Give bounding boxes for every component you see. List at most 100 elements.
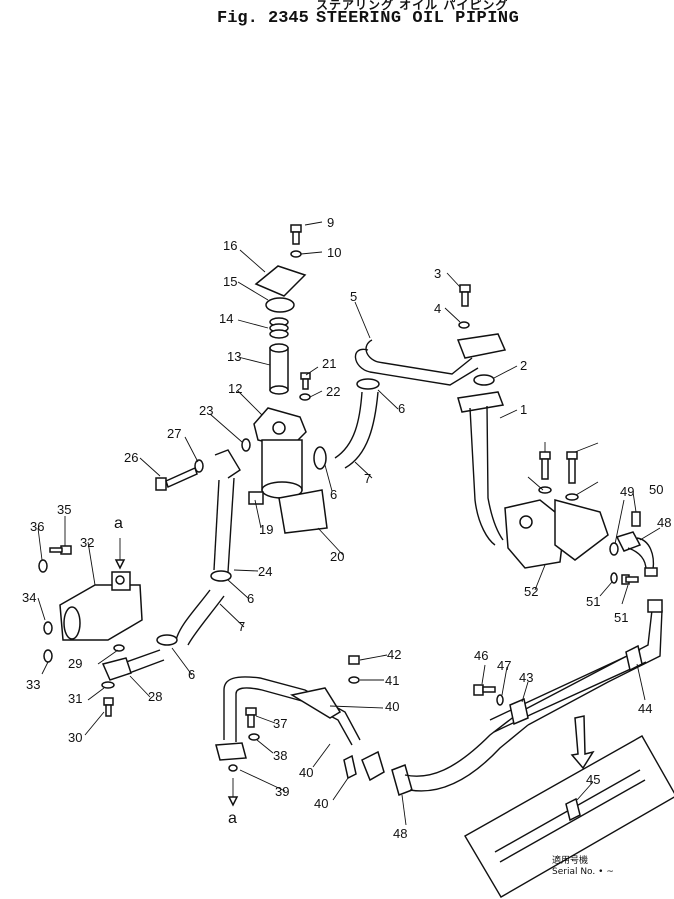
bolt-52 xyxy=(539,451,551,460)
o-ring-2 xyxy=(473,374,495,386)
callout-2: 2 xyxy=(520,358,527,373)
callout-49: 52 xyxy=(524,584,538,599)
callout-35: 40 xyxy=(299,765,313,780)
bolt-50 xyxy=(566,451,578,460)
callout-48: 51 xyxy=(586,594,600,609)
callout-6: 6 xyxy=(247,591,254,606)
o-ring-24 xyxy=(113,644,125,652)
bolt-13 xyxy=(290,224,302,245)
callout-7: 7 xyxy=(364,471,371,486)
clamp-6 xyxy=(313,446,327,470)
valve-9 xyxy=(269,343,289,395)
o-ring-34 xyxy=(228,764,238,772)
detail-arrow xyxy=(570,715,595,770)
washer-22 xyxy=(194,459,204,473)
callout-9: 13 xyxy=(227,349,241,364)
clamp-6 xyxy=(156,634,178,646)
callout-17: 21 xyxy=(322,356,336,371)
bolt-25 xyxy=(103,697,114,706)
callout-20: 24 xyxy=(258,564,272,579)
figure-number: Fig. 2345 xyxy=(217,9,309,28)
callout-23: 28 xyxy=(148,689,162,704)
washer-4 xyxy=(458,321,470,329)
serial-number-note: 適用号機 Serial No. • ~ xyxy=(552,856,614,878)
view-marker-a: a xyxy=(228,810,237,827)
callout-25: 30 xyxy=(68,730,82,745)
serial-label-row: Serial No. • ~ xyxy=(552,867,614,878)
callout-31: 36 xyxy=(30,519,44,534)
washer-31 xyxy=(38,559,48,573)
washer-51 xyxy=(538,486,552,494)
callout-41: 46 xyxy=(474,648,488,663)
callout-30: 35 xyxy=(57,502,71,517)
figure-title: STEERING OIL PIPING xyxy=(316,9,520,28)
washer-42 xyxy=(496,694,504,706)
nut-39 xyxy=(348,655,360,665)
pipe-35 xyxy=(223,676,361,741)
callout-14: 10 xyxy=(327,245,341,260)
hose-7 xyxy=(334,391,363,459)
spring-10 xyxy=(269,317,289,339)
callout-6: 6 xyxy=(398,401,405,416)
callout-33: 38 xyxy=(273,748,287,763)
callout-13: 9 xyxy=(327,215,334,230)
callout-38: 41 xyxy=(385,673,399,688)
pipe-5 xyxy=(354,348,479,386)
clamp-6 xyxy=(210,570,232,582)
hose-43 xyxy=(391,764,413,796)
cover-12 xyxy=(254,265,307,297)
callout-4: 4 xyxy=(434,301,441,316)
plug-15 xyxy=(248,491,264,505)
callout-29: 34 xyxy=(22,590,36,605)
washer-33 xyxy=(248,733,260,741)
bolt-17 xyxy=(300,372,311,380)
callout-11: 15 xyxy=(223,274,237,289)
callout-15: 19 xyxy=(259,522,273,537)
bolt-21 xyxy=(155,466,198,491)
callout-labels: 9 10 16 15 14 13 12 21 22 23 27 26 3 4 5… xyxy=(22,215,671,841)
bolt-32 xyxy=(245,707,257,716)
callout-27: 32 xyxy=(80,535,94,550)
hose-20 xyxy=(214,449,241,479)
clamp-40 xyxy=(565,797,581,822)
view-marker-a: a xyxy=(114,515,123,532)
callout-6: 6 xyxy=(330,487,337,502)
steering-pipe-assembly xyxy=(38,224,674,898)
o-ring-19 xyxy=(241,438,251,452)
serial-label: Serial No. xyxy=(552,867,596,877)
callout-7: 7 xyxy=(238,619,245,634)
callout-28: 33 xyxy=(26,677,40,692)
callout-8: 12 xyxy=(228,381,242,396)
callout-45: 49 xyxy=(620,484,634,499)
clamp-37 xyxy=(343,754,357,780)
washer-51 xyxy=(565,493,579,501)
washer-48 xyxy=(610,572,618,584)
callout-32: 37 xyxy=(273,716,287,731)
fitting-44 xyxy=(615,531,642,552)
serial-japanese: 適用号機 xyxy=(552,856,589,866)
clamp-6 xyxy=(356,378,380,390)
callout-22: 27 xyxy=(167,426,181,441)
pump-49 xyxy=(504,499,609,569)
hose-7 xyxy=(175,589,211,641)
callout-16: 20 xyxy=(330,549,344,564)
o-ring-29 xyxy=(43,621,53,635)
callout-37: 40 xyxy=(314,796,328,811)
callout-10: 14 xyxy=(219,311,233,326)
washer-14 xyxy=(290,250,302,258)
callout-21: 26 xyxy=(124,450,138,465)
callout-19: 23 xyxy=(199,403,213,418)
callout-40: 44 xyxy=(638,701,652,716)
callout-3: 3 xyxy=(434,266,441,281)
clamp-40 xyxy=(509,697,529,726)
callout-46: 50 xyxy=(649,482,663,497)
plate-36 xyxy=(289,687,342,719)
japanese-title: ステアリング オイル パイピング xyxy=(316,0,509,12)
washer-26 xyxy=(101,681,115,689)
callout-18: 22 xyxy=(326,384,340,399)
callout-42: 47 xyxy=(497,658,511,673)
callout-44: 48 xyxy=(657,515,671,530)
pump-27 xyxy=(59,571,143,641)
serial-value: • ~ xyxy=(598,867,614,877)
